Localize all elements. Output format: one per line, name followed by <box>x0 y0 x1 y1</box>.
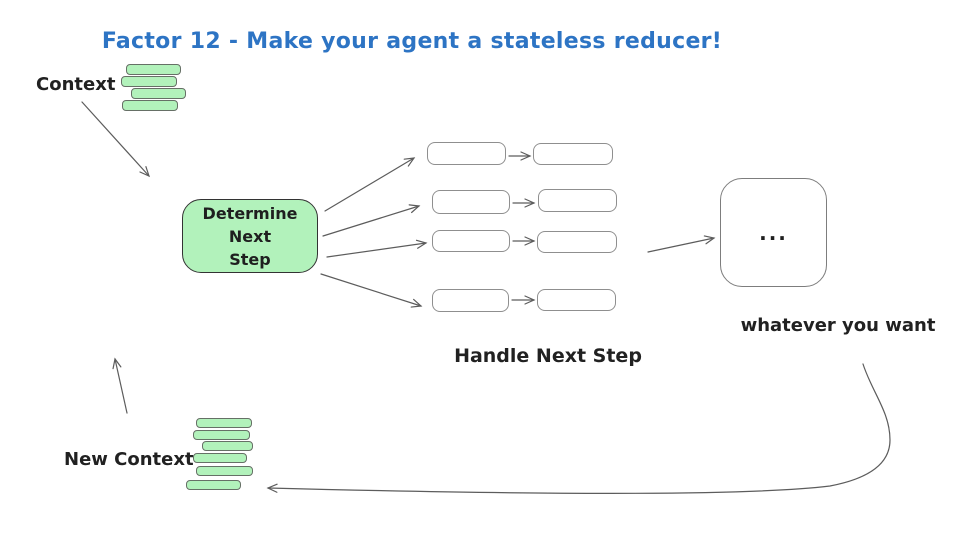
arrow-determine-to-handler-4 <box>320 273 423 308</box>
whatever-you-want-label: whatever you want <box>740 315 936 336</box>
context-label: Context <box>36 74 116 95</box>
handler-box <box>537 231 617 253</box>
handler-box <box>432 230 510 252</box>
output-box-ellipsis: ... <box>759 220 788 245</box>
new-context-chip <box>196 418 252 428</box>
context-chip <box>121 76 177 87</box>
arrow-handler-to-output <box>647 235 716 253</box>
arrow-determine-to-handler-2 <box>322 204 421 237</box>
arrow-loop-output-to-new-context <box>266 363 891 494</box>
new-context-chip <box>193 430 250 440</box>
handler-box <box>538 189 617 212</box>
handler-box <box>432 289 509 312</box>
new-context-chip <box>202 441 253 451</box>
arrow-new-context-up <box>112 357 128 414</box>
new-context-label: New Context <box>64 449 194 470</box>
arrow-context-to-determine <box>81 101 150 178</box>
handler-box <box>537 289 616 311</box>
output-box: ... <box>720 178 827 287</box>
context-chip <box>122 100 178 111</box>
context-chip <box>126 64 181 75</box>
arrow-determine-to-handler-3 <box>326 239 428 258</box>
handler-box <box>533 143 613 165</box>
new-context-chip <box>193 453 247 463</box>
handler-box <box>432 190 510 214</box>
arrow-determine-to-handler-1 <box>324 157 416 212</box>
handler-box <box>427 142 506 165</box>
determine-next-step-box: Determine Next Step <box>182 199 318 273</box>
diagram-title: Factor 12 - Make your agent a stateless … <box>101 29 723 54</box>
new-context-chip <box>196 466 253 476</box>
new-context-chip <box>186 480 241 490</box>
context-chip <box>131 88 186 99</box>
handle-next-step-label: Handle Next Step <box>454 345 642 367</box>
